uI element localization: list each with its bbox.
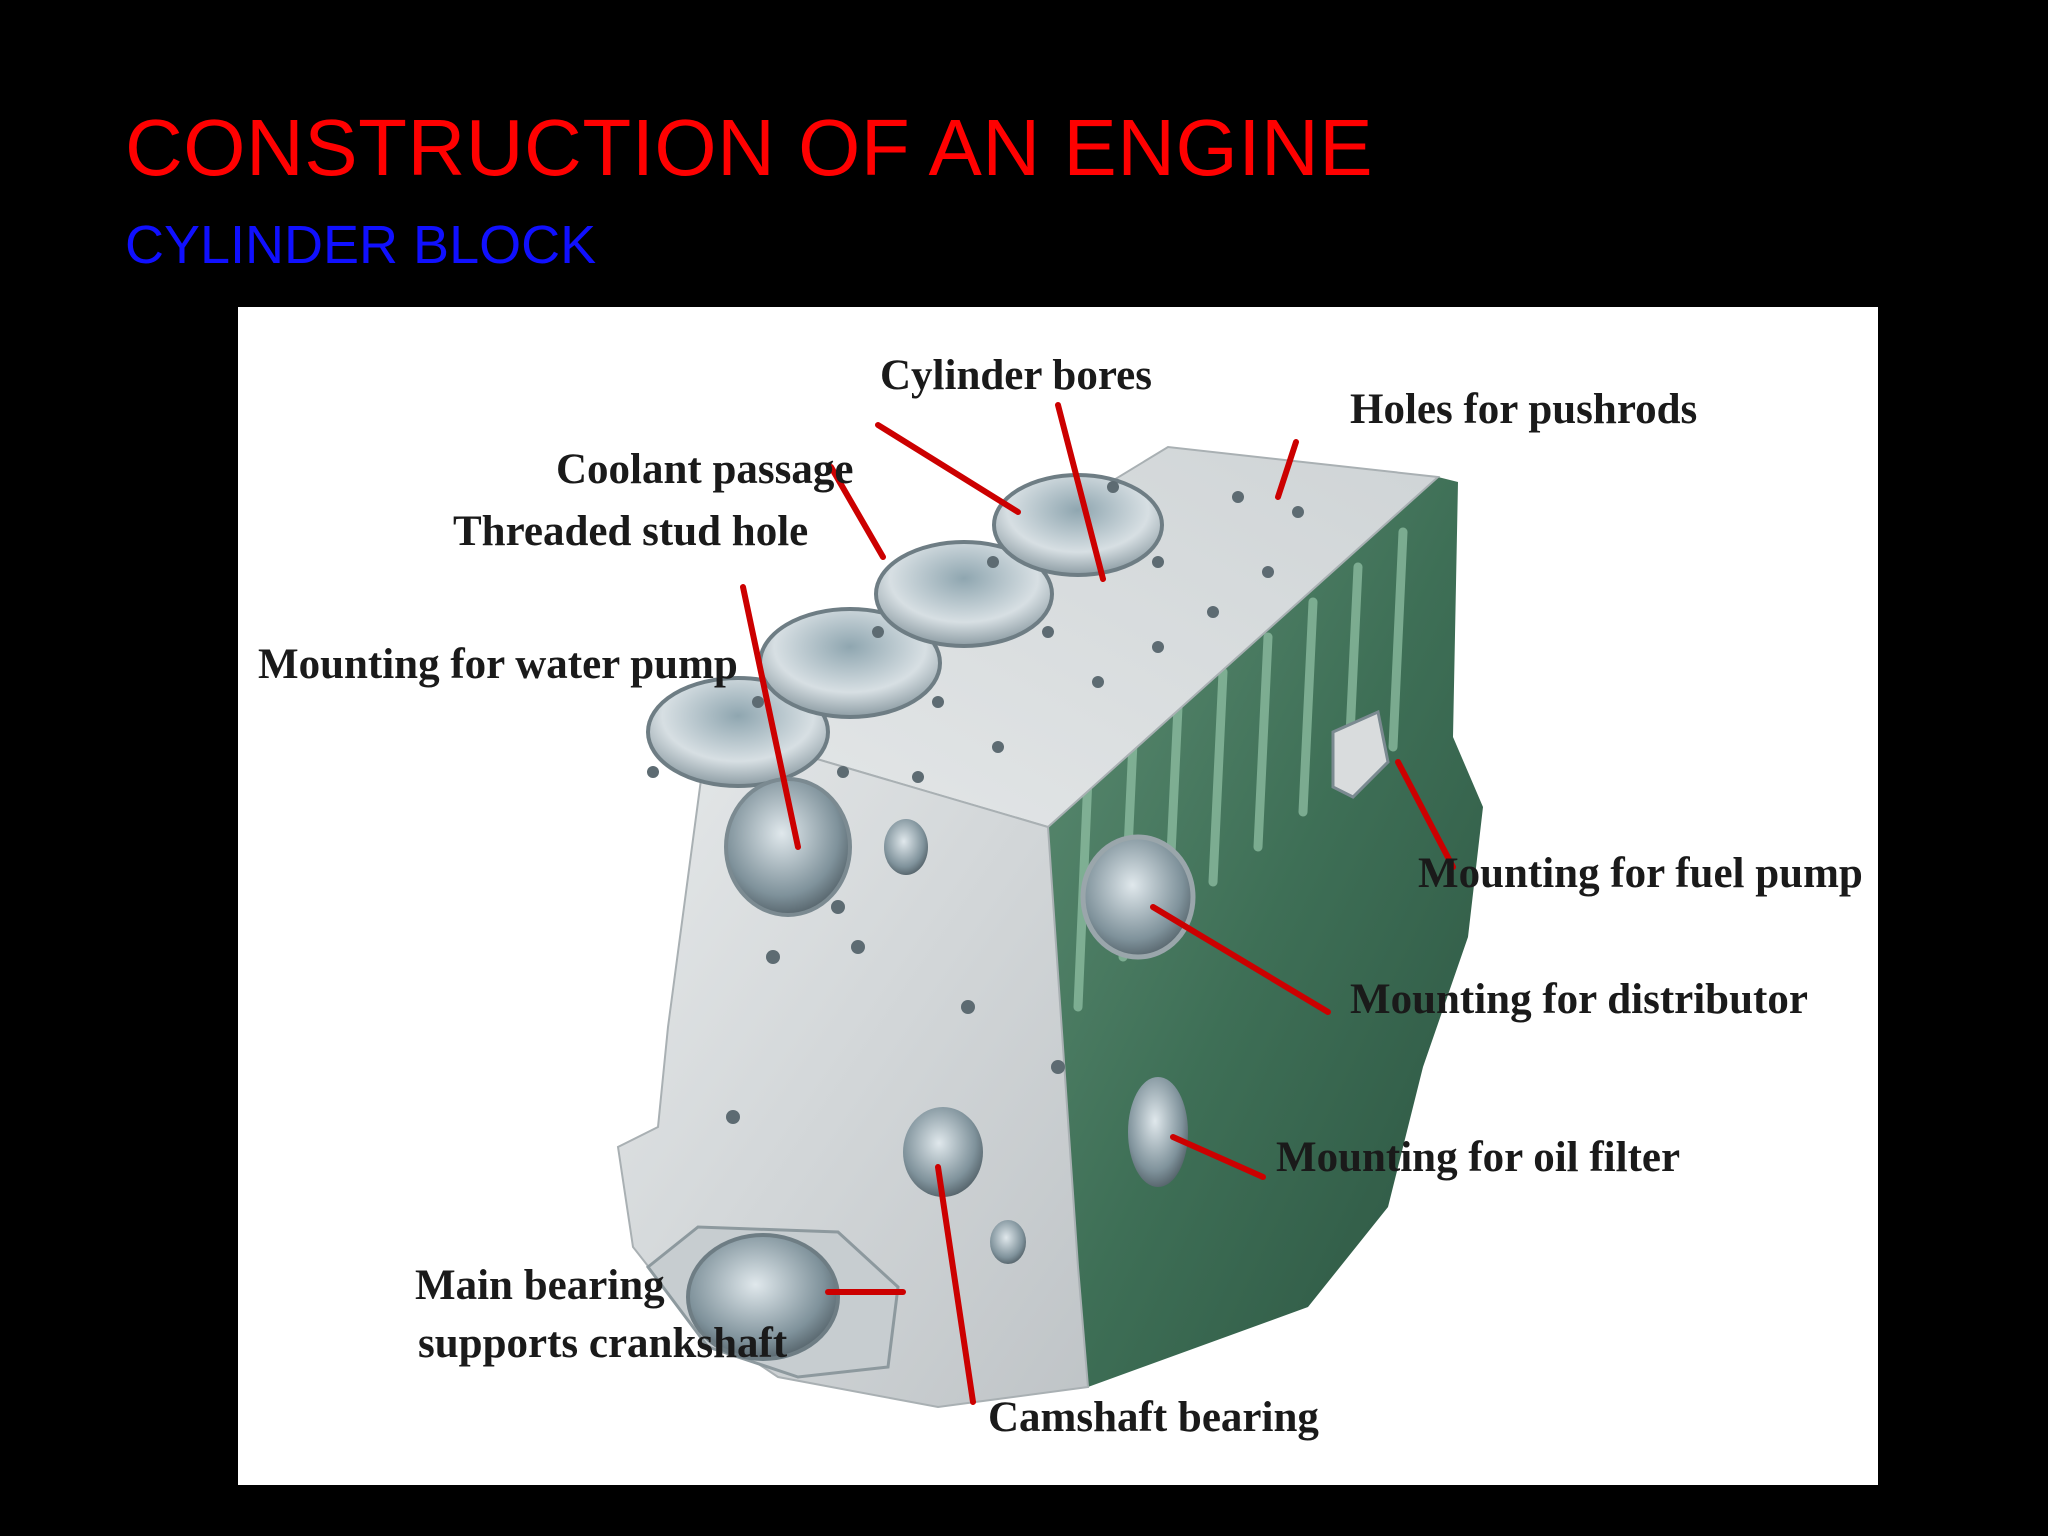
- label-threaded-stud-hole: Threaded stud hole: [453, 508, 809, 555]
- fuel-pump-pad: [1331, 709, 1390, 799]
- slide-title: CONSTRUCTION OF AN ENGINE: [125, 103, 1374, 192]
- label-cylinder-bores: Cylinder bores: [880, 352, 1152, 399]
- label-mounting-distributor: Mounting for distributor: [1350, 976, 1808, 1023]
- oil-filter-mount: [1128, 1077, 1188, 1187]
- leader-fuel-pump: [1395, 759, 1456, 870]
- leader-lines: [740, 402, 1456, 1405]
- label-main-bearing-line2: supports crankshaft: [418, 1320, 788, 1367]
- leader-threaded-stud-hole: [828, 464, 886, 560]
- label-mounting-water-pump: Mounting for water pump: [258, 641, 738, 688]
- camshaft-bearing-hole: [903, 1107, 983, 1197]
- cylinder-block-diagram: Cylinder bores Holes for pushrods Coolan…: [238, 307, 1878, 1485]
- water-pump-mount: [724, 777, 852, 917]
- leader-camshaft-bearing: [935, 1164, 976, 1405]
- leader-distributor: [1150, 904, 1331, 1015]
- label-mounting-oil-filter: Mounting for oil filter: [1276, 1134, 1681, 1181]
- cylinder-bores: [646, 473, 1164, 788]
- cylinder-block-illustration: [616, 402, 1483, 1409]
- main-bearing-bore: [686, 1233, 840, 1361]
- label-mounting-fuel-pump: Mounting for fuel pump: [1418, 850, 1863, 897]
- lower-small-hole: [990, 1220, 1026, 1264]
- leader-holes-pushrods: [1275, 439, 1299, 500]
- leader-coolant-passage: [875, 422, 1021, 515]
- label-main-bearing-line1: Main bearing: [415, 1262, 665, 1309]
- leader-cylinder-bores: [1055, 402, 1106, 582]
- leader-oil-filter: [1170, 1134, 1266, 1180]
- label-holes-for-pushrods: Holes for pushrods: [1350, 386, 1698, 433]
- leader-water-pump: [740, 584, 801, 850]
- front-small-hole: [884, 819, 928, 875]
- front-face-studs: [726, 900, 1065, 1124]
- slide-subtitle: CYLINDER BLOCK: [125, 215, 597, 275]
- distributor-mount: [1080, 834, 1196, 960]
- deck-holes: [647, 481, 1304, 783]
- label-camshaft-bearing: Camshaft bearing: [988, 1394, 1319, 1441]
- label-coolant-passage: Coolant passage: [556, 446, 854, 493]
